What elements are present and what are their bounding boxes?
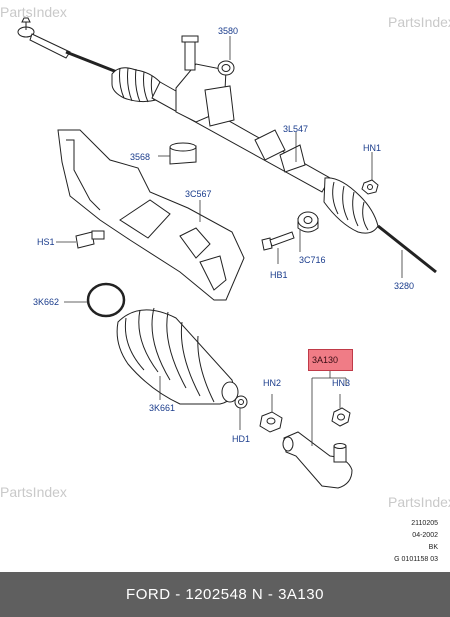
reference-line-4: G 0101158 03 — [394, 556, 438, 563]
bushing-3568 — [169, 142, 197, 165]
footer-bar: FORD - 1202548 N - 3A130 — [0, 572, 450, 617]
callout-3k662[interactable]: 3K662 — [33, 297, 60, 307]
callout-hd1[interactable]: HD1 — [232, 434, 251, 444]
rack-housing — [151, 35, 331, 193]
callout-3280[interactable]: 3280 — [394, 281, 415, 291]
clip-hd1 — [234, 395, 248, 409]
watermark-top-left: PartsIndex — [0, 4, 67, 20]
callout-3k661[interactable]: 3K661 — [149, 403, 176, 413]
callout-3c567[interactable]: 3C567 — [185, 189, 212, 199]
boot-kit-3k661 — [116, 307, 239, 405]
steering-gear-exploded-diagram — [17, 17, 437, 489]
reference-line-1: 2110205 — [411, 520, 438, 527]
boot-clamp-3k662 — [86, 282, 126, 318]
callout-hn1[interactable]: HN1 — [363, 143, 382, 153]
highlighted-part-box — [308, 349, 353, 371]
heat-shield-3c567 — [57, 129, 245, 301]
callout-3a130[interactable]: 3A130 — [312, 355, 339, 365]
callout-hn2[interactable]: HN2 — [263, 378, 282, 388]
callout-hb1[interactable]: HB1 — [270, 270, 288, 280]
nut-hn2 — [259, 411, 283, 433]
callout-3l547[interactable]: 3L547 — [283, 124, 309, 134]
bolt-hb1 — [261, 231, 295, 251]
callout-3568[interactable]: 3568 — [130, 152, 151, 162]
reference-line-3: BK — [428, 544, 438, 551]
bushing-3c716 — [297, 211, 319, 233]
callout-hs1[interactable]: HS1 — [37, 237, 55, 247]
tie-rod-end-3a130 — [282, 431, 353, 489]
reference-line-2: 04-2002 — [412, 532, 438, 539]
watermark-bottom-right: PartsIndex — [388, 494, 450, 510]
leader-lines — [56, 36, 403, 446]
pinion-seal — [217, 60, 235, 76]
bolt-hs1 — [75, 230, 105, 249]
nut-hn3 — [331, 407, 351, 427]
callout-3580[interactable]: 3580 — [218, 26, 239, 36]
nut-hn1 — [361, 179, 379, 195]
left-tie-rod-end — [17, 17, 71, 59]
callout-3c716[interactable]: 3C716 — [299, 255, 326, 265]
footer-part-number: FORD - 1202548 N - 3A130 — [126, 586, 324, 603]
watermark-top-right: PartsIndex — [388, 14, 450, 30]
watermark-bottom-left: PartsIndex — [0, 484, 67, 500]
callout-hn3[interactable]: HN3 — [332, 378, 351, 388]
